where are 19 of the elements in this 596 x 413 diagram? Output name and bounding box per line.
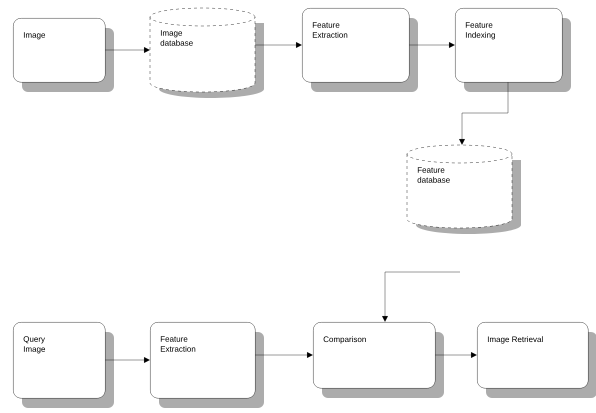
process-box: Image Retrieval: [477, 322, 596, 398]
process-box: Feature Extraction: [150, 322, 264, 408]
process-box: Feature Indexing: [455, 8, 571, 92]
arrow: [382, 272, 460, 322]
arrow: [409, 42, 455, 48]
node-label: Image database: [160, 30, 193, 46]
database-cylinder: Feature database: [406, 144, 521, 234]
arrow: [255, 352, 313, 358]
arrow: [459, 82, 508, 145]
process-box: Query Image: [13, 322, 114, 408]
process-box: Comparison: [313, 322, 444, 398]
process-box: Image: [13, 18, 114, 92]
arrow: [255, 42, 302, 48]
arrow: [435, 352, 477, 358]
database-cylinder: Image database: [150, 8, 264, 98]
arrow: [105, 357, 150, 363]
process-box: Feature Extraction: [302, 8, 418, 92]
node-label: Feature database: [418, 167, 450, 183]
arrow: [105, 47, 150, 53]
